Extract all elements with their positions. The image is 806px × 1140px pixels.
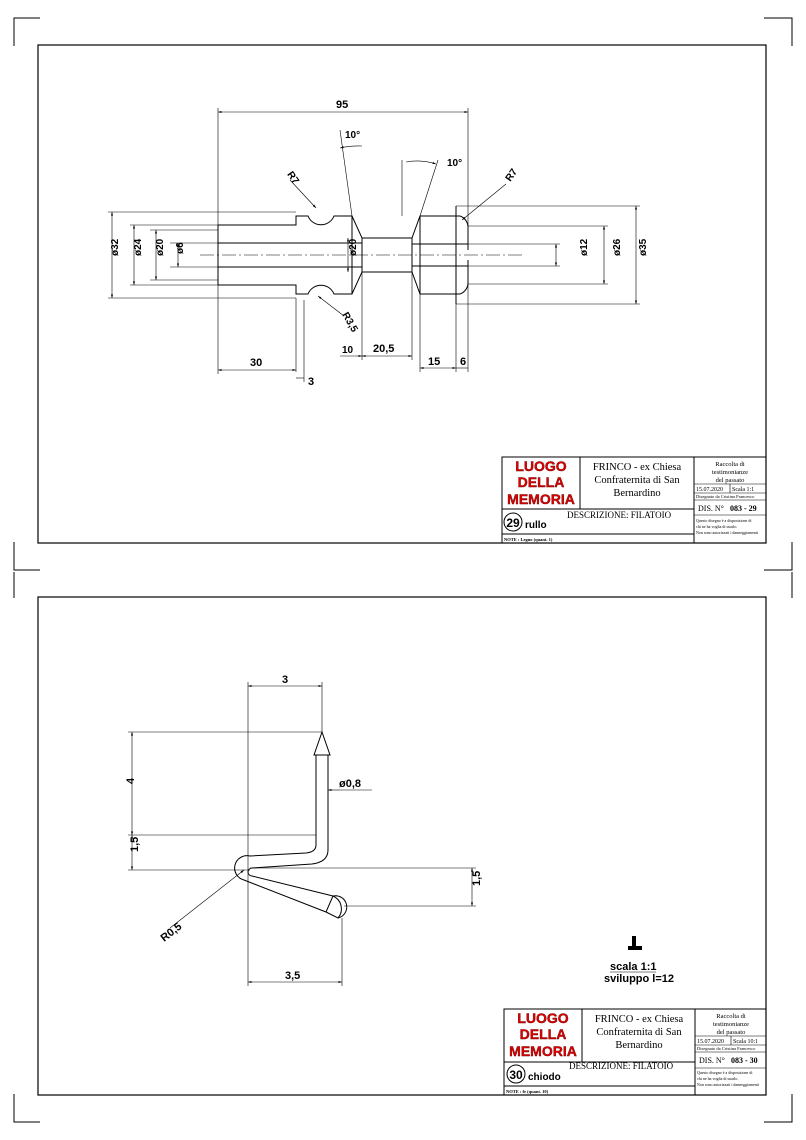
dim-text: ø12 [579,238,590,256]
logo-text: MEMORIA [507,491,575,507]
dim-text: R7 [504,167,521,184]
dim-text: 1,5 [129,837,141,852]
logo-text: MEMORIA [509,1043,577,1059]
description-text: DESCRIZIONE: FILATOIO [569,1061,674,1071]
part-name: rullo [525,520,547,531]
logo-text: LUOGO [515,458,566,474]
drawing-number-label: DIS. N° [698,504,724,513]
sheet-2-border [37,596,767,1096]
location-text: Bernardino [615,1040,662,1051]
dim-text: ø24 [133,238,144,256]
footnote-text: chi ne ha voglia di usarlo. [696,524,737,529]
footnote-text: Questo disegno è a disposizione di [697,1070,753,1075]
crop-marks [13,17,793,1123]
sheet-1: 95 10° 10° R7 R7 R3,5 ø32 [37,44,767,544]
date-text: 15.07.2020 [697,1039,724,1045]
part-number-circle [503,512,523,532]
dimension-angles: 10° 10° [339,129,462,217]
description-text: DESCRIZIONE: FILATOIO [567,510,672,520]
scale-notes: scala 1:1 sviluppo l=12 [604,936,674,985]
dim-text: 3 [282,674,288,686]
dimension-total-length: 95 [217,99,469,228]
dim-text: R0,5 [159,921,185,945]
dim-text: 3 [308,376,314,388]
scale-text: Scala 1:1 [732,487,754,493]
chiodo-drawing [234,730,348,919]
drawing-number-label: DIS. N° [699,1056,725,1065]
rullo-drawing [200,206,525,304]
collection-text: del passato [716,477,745,484]
dim-text: ø0,8 [339,778,361,790]
dim-text: 10° [345,130,360,141]
dimension-left-diameters: ø32 ø24 ø20 ø6 ø20 [108,211,359,299]
dim-text: ø26 [612,238,623,256]
note-text: NOTE : Legno (quant. 1) [504,537,553,542]
sheet-2: 3 4 1,5 ø0,8 1,5 R0,5 3,5 scala 1:1 [37,596,767,1096]
footnote-text: Questo disegno è a disposizione di [696,518,752,523]
dim-text: 30 [250,357,262,369]
collection-text: testimonianze [712,469,748,476]
part-number: 29 [506,516,520,530]
dim-text: 4 [125,777,137,784]
scale-note: scala 1:1 [610,961,656,973]
dim-text: 20,5 [373,343,394,355]
dimension-radii: R7 R7 R3,5 [284,167,520,335]
dim-text: 95 [336,99,348,111]
note-text: NOTE : fe (quant. 10) [506,1089,549,1094]
dimension-bottom-lengths: 30 3 10 20,5 15 6 [217,272,469,388]
collection-text: Raccolta di [716,1013,746,1020]
footnote-text: chi ne ha voglia di usarlo. [697,1076,738,1081]
development-note: sviluppo l=12 [604,973,674,985]
collection-text: testimonianze [713,1021,749,1028]
dim-text: ø35 [638,238,649,256]
part-name: chiodo [528,1072,561,1083]
dim-text: 1,5 [471,871,483,886]
footnote-text: Non sono autorizzati i danneggiamenti [697,1082,760,1087]
logo-text: DELLA [518,474,565,490]
dim-text: ø20 [348,238,359,256]
location-text: FRINCO - ex Chiesa [593,462,682,473]
scale-text: Scala 10:1 [733,1039,758,1045]
drawing-number: 083 - 29 [730,504,757,513]
location-text: FRINCO - ex Chiesa [595,1014,684,1025]
date-text: 15.07.2020 [696,487,723,493]
title-block-1: LUOGO DELLA MEMORIA FRINCO - ex Chiesa C… [501,456,767,544]
location-text: Bernardino [613,488,660,499]
dim-text: ø32 [110,238,121,256]
dim-text: R7 [284,170,301,187]
dim-text: 6 [460,356,466,368]
dim-text: ø6 [175,242,186,254]
author-text: Disegnato da Cristina Francesco [696,494,755,499]
dim-text: ø20 [155,238,166,256]
location-text: Confraternita di San [594,475,680,486]
drawing-number: 083 - 30 [731,1056,758,1065]
sheet-1-border [37,44,767,544]
collection-text: Raccolta di [715,461,745,468]
collection-text: del passato [717,1029,746,1036]
dim-text: 10° [447,158,462,169]
dim-text: 10 [342,345,354,356]
nail-symbol-icon [628,936,642,950]
title-block-2: LUOGO DELLA MEMORIA FRINCO - ex Chiesa C… [503,1008,767,1096]
logo-text: DELLA [520,1026,567,1042]
footnote-text: Non sono autorizzati i danneggiamenti [696,530,759,535]
dim-text: R3,5 [339,311,359,335]
dim-text: 3,5 [285,970,300,982]
author-text: Disegnato da Cristina Francesco [697,1046,756,1051]
part-number: 30 [509,1068,523,1082]
dimension-right-diameters: ø12 ø26 ø35 [456,205,649,305]
location-text: Confraternita di San [596,1027,682,1038]
logo-text: LUOGO [517,1010,568,1026]
dim-text: 15 [428,356,440,368]
part-number-circle [506,1064,526,1084]
dimension-nail: 3 4 1,5 ø0,8 1,5 R0,5 3,5 [125,674,483,986]
